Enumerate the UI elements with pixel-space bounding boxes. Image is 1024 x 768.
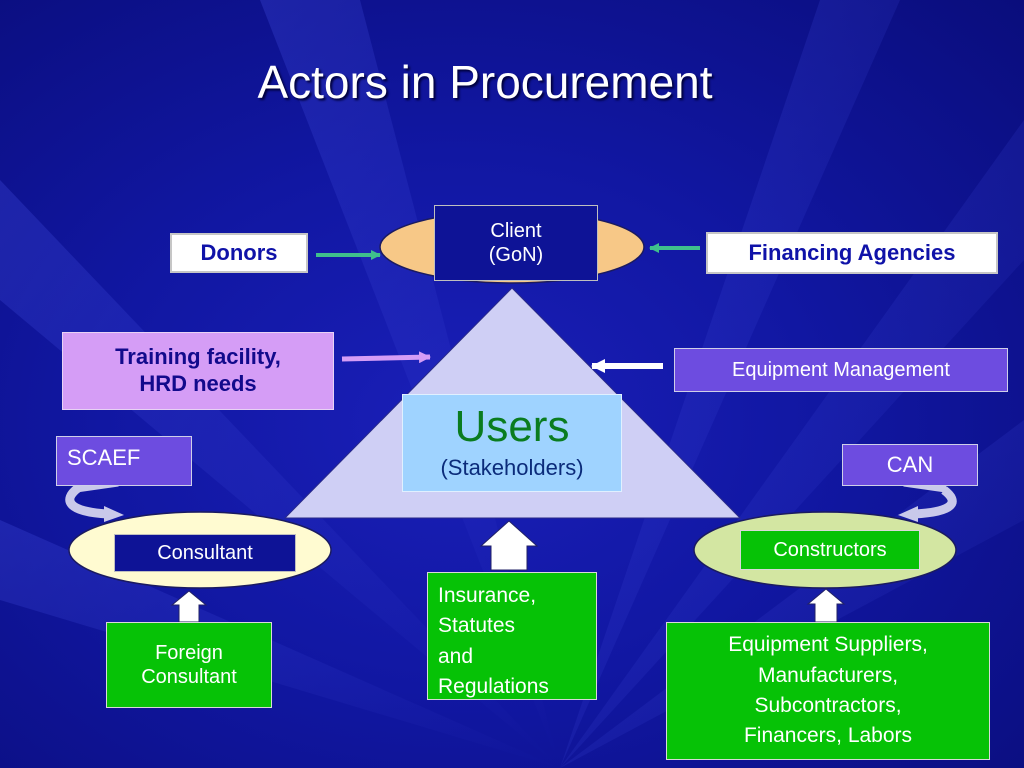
financing-agencies-box: Financing Agencies [706, 232, 998, 274]
equipment-suppliers-label-line1: Equipment Suppliers, [728, 633, 928, 657]
client-box: Client (GoN) [434, 205, 598, 281]
financing-agencies-label: Financing Agencies [748, 239, 956, 265]
insurance-label-line1: Insurance, [438, 584, 537, 607]
users-subtitle: (Stakeholders) [440, 454, 584, 480]
can-box: CAN [842, 444, 978, 486]
consultant-box: Consultant [114, 534, 296, 572]
insurance-up-arrow [479, 520, 539, 571]
constructors-box: Constructors [740, 530, 920, 570]
can-label: CAN [886, 451, 934, 477]
scaef-label: SCAEF [67, 445, 141, 470]
insurance-label-line2: Statutes [438, 614, 516, 638]
client-label: Client [490, 219, 542, 242]
consultant-label: Consultant [157, 541, 253, 564]
scaef-curved-arrow-head [104, 506, 124, 522]
foreign-consultant-up-arrow [170, 590, 208, 623]
donors-box: Donors [170, 233, 308, 273]
scaef-curved-arrow [65, 484, 109, 519]
foreign-consultant-label-line1: Foreign [155, 641, 223, 664]
users-box: Users (Stakeholders) [402, 394, 622, 492]
equipment-suppliers-label-line2: Manufacturers, [757, 663, 899, 687]
training-label-line1: Training facility, [115, 344, 281, 370]
constructors-label: Constructors [773, 538, 887, 561]
donors-label: Donors [200, 239, 278, 265]
users-title: Users [454, 401, 570, 451]
can-curved-arrow [913, 486, 957, 519]
scaef-box: SCAEF [56, 436, 192, 486]
training-arrow [341, 351, 431, 364]
insurance-label-line4: Regulations [438, 675, 549, 699]
equipment-suppliers-up-arrow [806, 588, 846, 623]
equipment-management-label: Equipment Management [732, 358, 950, 381]
equipment-suppliers-box: Equipment Suppliers, Manufacturers, Subc… [666, 622, 990, 760]
foreign-consultant-label-line2: Consultant [141, 666, 237, 688]
training-label-line2: HRD needs [139, 371, 257, 396]
training-box: Training facility, HRD needs [62, 332, 334, 410]
equipment-suppliers-label-line3: Subcontractors, [754, 694, 902, 717]
can-curved-arrow-head [898, 506, 918, 522]
equipment-management-box: Equipment Management [674, 348, 1008, 392]
client-sublabel: (GoN) [488, 244, 544, 266]
equipment-suppliers-label-line4: Financers, Labors [743, 724, 913, 748]
foreign-consultant-box: Foreign Consultant [106, 622, 272, 708]
slide-title: Actors in Procurement [257, 56, 713, 108]
insurance-label-line3: and [438, 644, 474, 668]
insurance-box: Insurance, Statutes and Regulations [427, 572, 597, 700]
